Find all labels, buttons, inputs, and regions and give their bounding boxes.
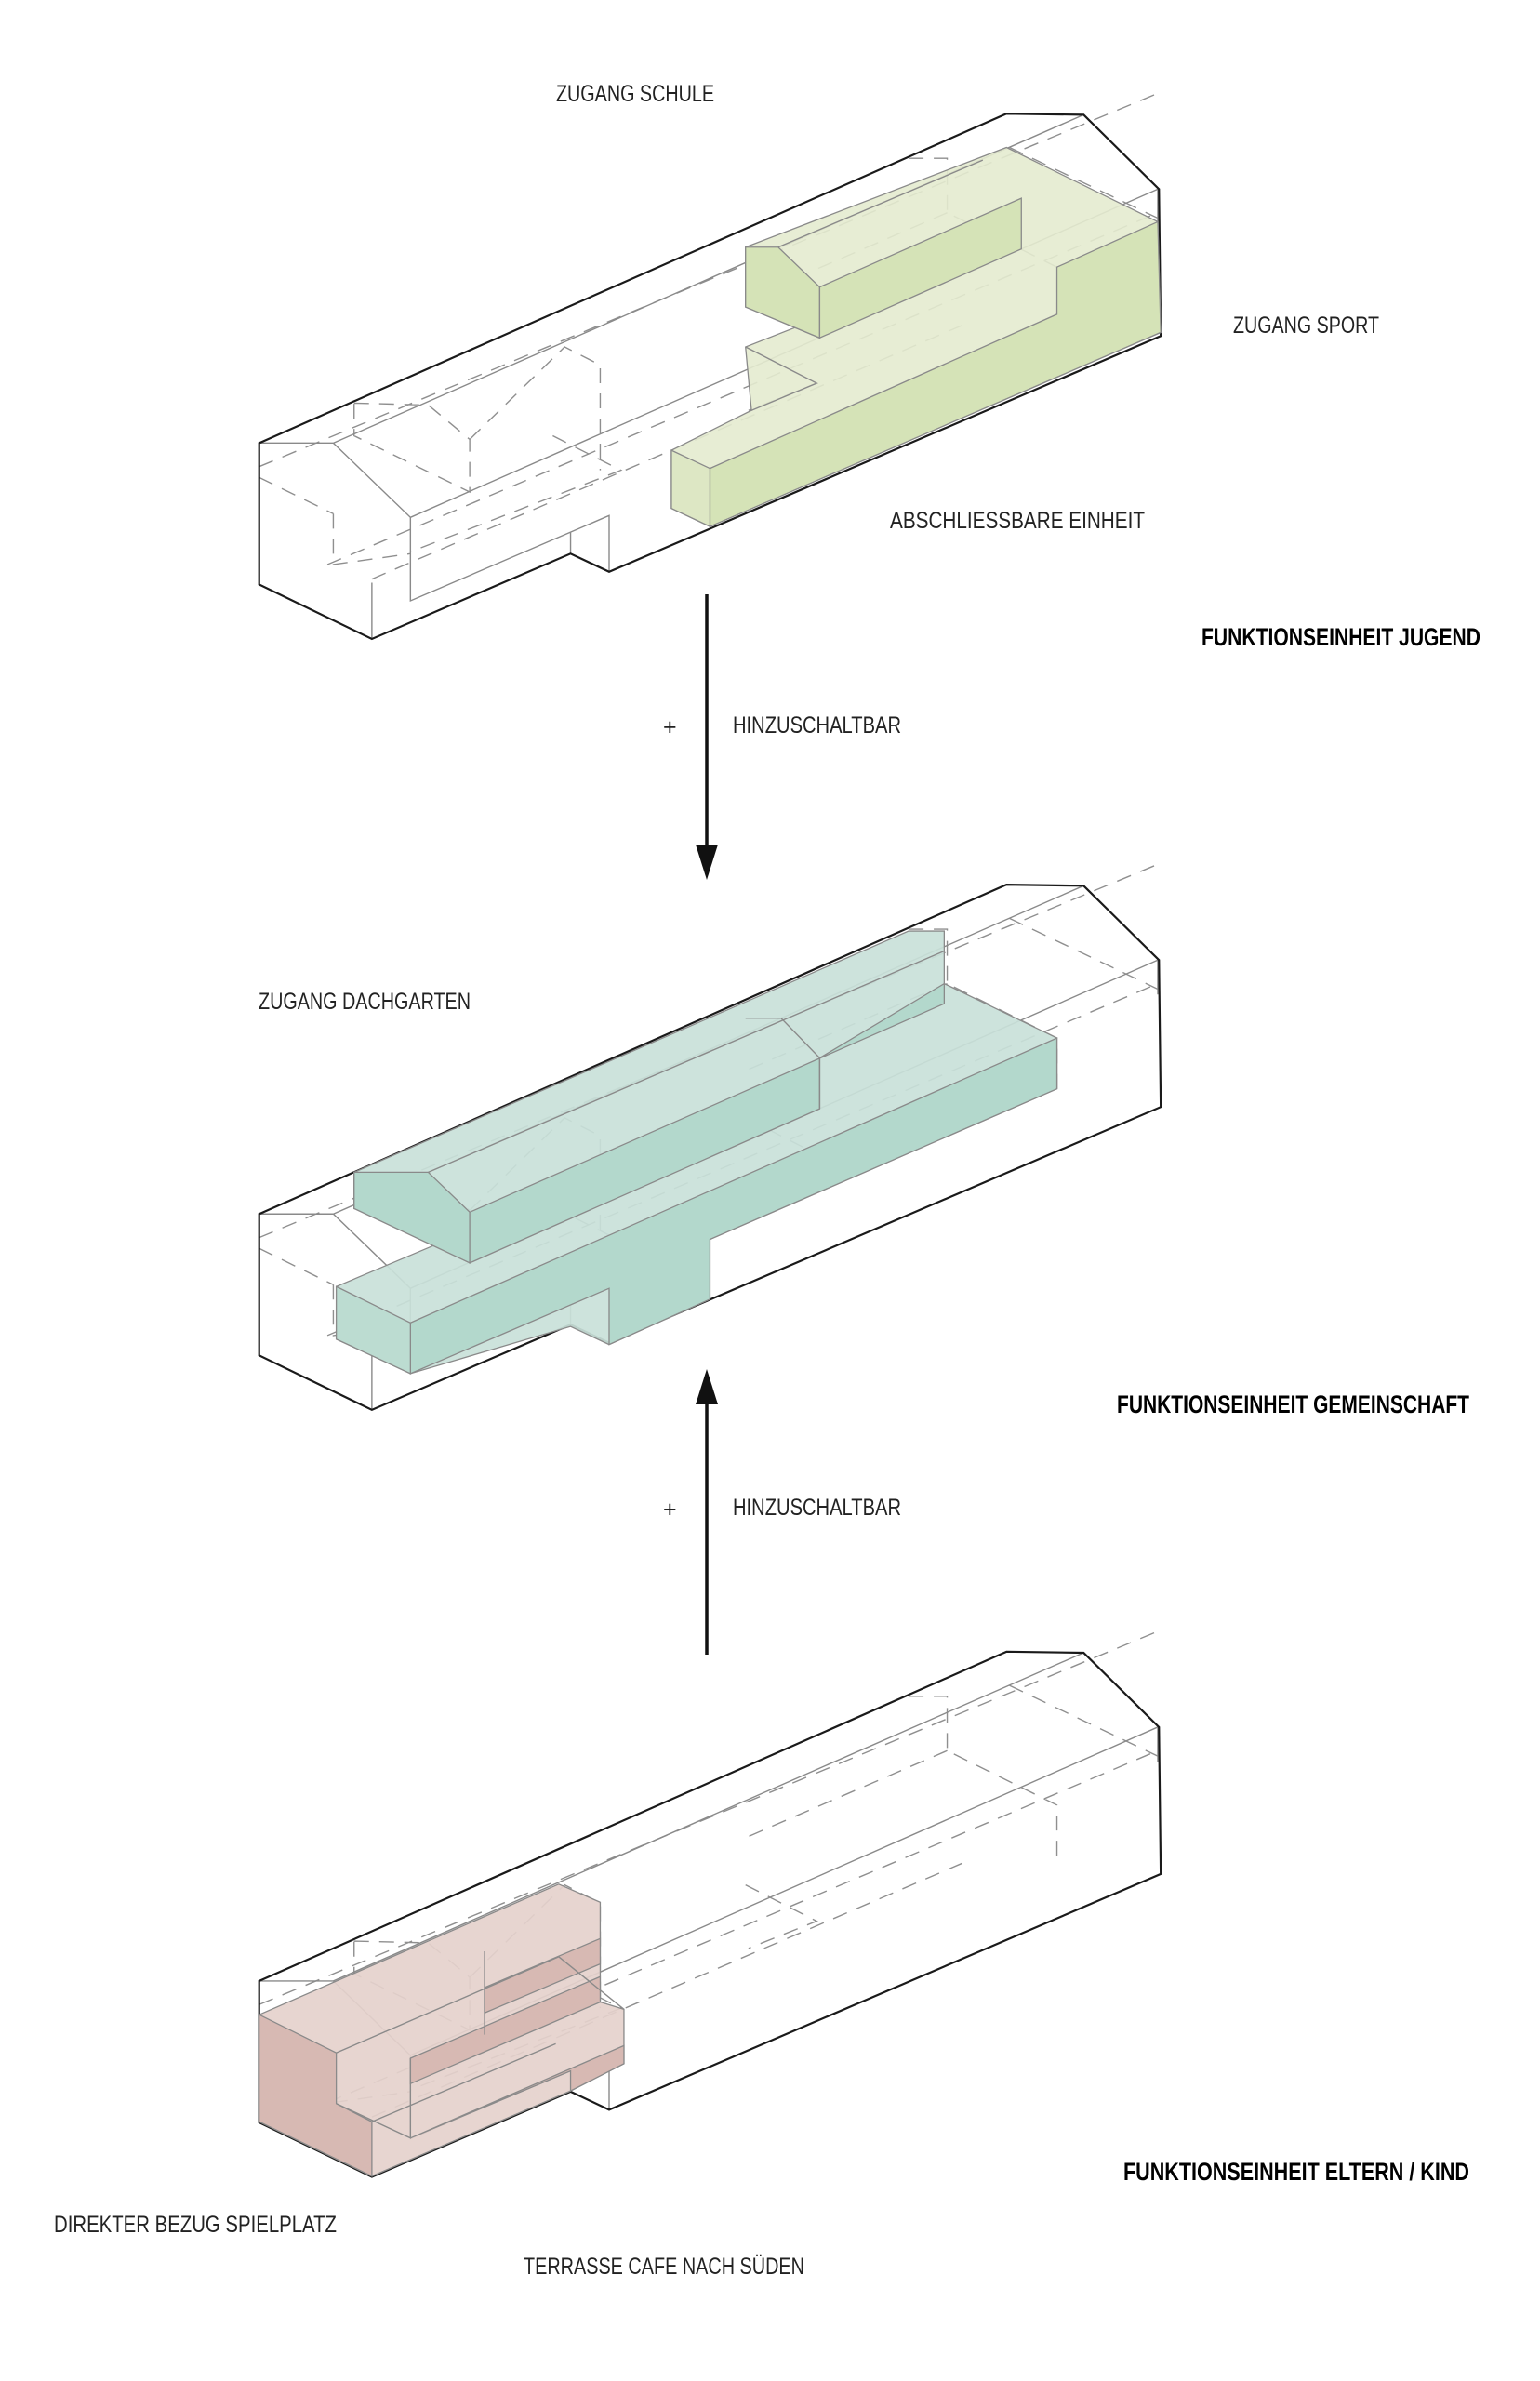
label-terrasse-cafe: TERRASSE CAFE NACH SÜDEN: [524, 2254, 804, 2280]
title-funktionseinheit-jugend: FUNKTIONSEINHEIT JUGEND: [1201, 623, 1480, 651]
label-hinzuschaltbar-1: HINZUSCHALTBAR: [733, 712, 901, 738]
label-abschliessbare-einheit: ABSCHLIESSBARE EINHEIT: [890, 508, 1145, 534]
building-gemeinschaft: [258, 863, 1162, 1411]
volume-gemeinschaft-front-face: [410, 1038, 1056, 1374]
building-eltern-kind: [258, 1630, 1162, 2178]
title-funktionseinheit-gemeinschaft: FUNKTIONSEINHEIT GEMEINSCHAFT: [1117, 1390, 1469, 1418]
volume-jugend-end-face: [671, 450, 710, 526]
plus-sign-1: +: [663, 714, 677, 740]
label-zugang-sport: ZUGANG SPORT: [1233, 313, 1379, 339]
label-zugang-schule: ZUGANG SCHULE: [556, 81, 714, 107]
plus-sign-2: +: [663, 1496, 677, 1523]
label-zugang-dachgarten: ZUGANG DACHGARTEN: [259, 989, 471, 1015]
label-direkter-bezug-spielplatz: DIREKTER BEZUG SPIELPLATZ: [54, 2212, 337, 2238]
volume-gemeinschaft-end-face: [337, 1286, 411, 1374]
volume-jugend-front-face: [819, 198, 1021, 338]
title-funktionseinheit-eltern-kind: FUNKTIONSEINHEIT ELTERN / KIND: [1123, 2158, 1469, 2186]
building-jugend: [258, 92, 1162, 640]
arrow-up-icon: [696, 1369, 718, 1655]
arrow-down-icon: [696, 594, 718, 880]
label-hinzuschaltbar-2: HINZUSCHALTBAR: [733, 1495, 901, 1521]
